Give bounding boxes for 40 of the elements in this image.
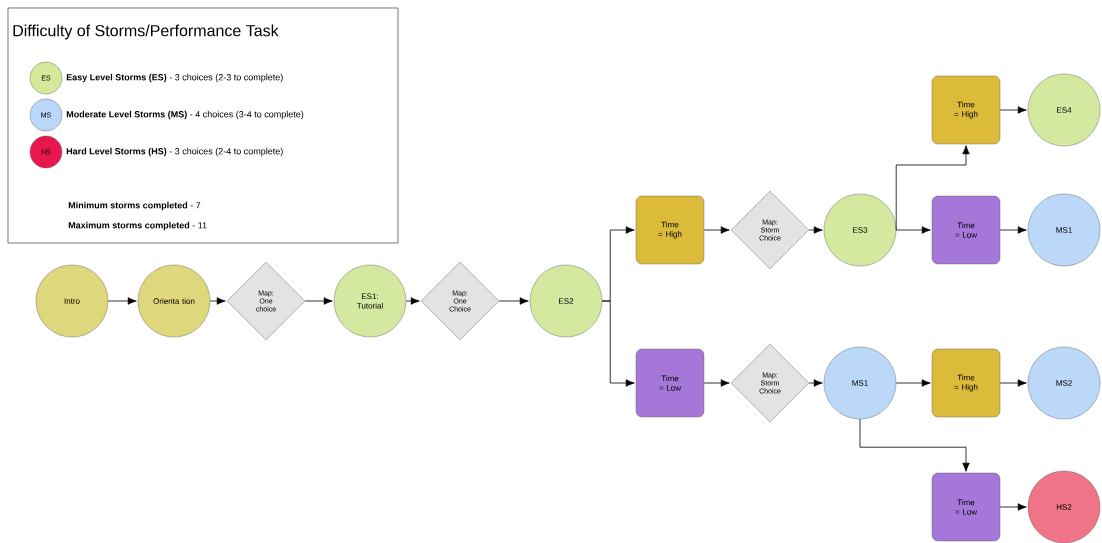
rounded-box: Time = Low bbox=[931, 195, 1001, 265]
circle-node: ES4 bbox=[1027, 73, 1101, 147]
arrow bbox=[999, 226, 1027, 234]
legend-text: Hard Level Storms (HS) - 3 choices (2-4 to complete) bbox=[66, 147, 283, 157]
arrow bbox=[999, 503, 1027, 511]
circle-node: Intro bbox=[35, 264, 109, 338]
rounded-box: Time = Low bbox=[635, 348, 705, 418]
arrow bbox=[703, 379, 730, 387]
arrow bbox=[304, 297, 333, 305]
rounded-box: Time = High bbox=[931, 348, 1001, 418]
rounded-box: Time = High bbox=[931, 75, 1001, 145]
legend-text: Easy Level Storms (ES) - 3 choices (2-3 to complete) bbox=[66, 73, 283, 83]
arrow bbox=[601, 300, 635, 387]
arrow bbox=[895, 226, 931, 234]
circle-node: ES1: Tutorial bbox=[333, 264, 407, 338]
arrow bbox=[703, 226, 730, 234]
arrow bbox=[895, 379, 931, 387]
arrow bbox=[895, 145, 970, 231]
title: Difficulty of Storms/Performance Task bbox=[13, 24, 279, 40]
legend-text: Moderate Level Storms (MS) - 4 choices (3-4 to complete) bbox=[66, 110, 304, 120]
rounded-box: Time = Low bbox=[931, 472, 1001, 542]
circle-node: MS1 bbox=[1027, 193, 1101, 267]
arrow bbox=[405, 297, 420, 305]
arrow bbox=[107, 297, 137, 305]
circle-node: Orienta tion bbox=[137, 264, 211, 338]
arrow bbox=[999, 106, 1027, 114]
circle-node: HS2 bbox=[1027, 470, 1101, 543]
rounded-box: Time = High bbox=[635, 195, 705, 265]
arrow bbox=[859, 418, 970, 472]
circle-node: MS1 bbox=[823, 346, 897, 420]
arrow bbox=[209, 297, 226, 305]
arrow bbox=[999, 379, 1027, 387]
arrow bbox=[808, 226, 823, 234]
arrow bbox=[498, 297, 529, 305]
circle-node: ES2 bbox=[529, 264, 603, 338]
note-text: Minimum storms completed - 7 bbox=[68, 201, 201, 211]
circle-node: MS2 bbox=[1027, 346, 1101, 420]
circle-node: ES3 bbox=[823, 193, 897, 267]
note-text: Maximum storms completed - 11 bbox=[68, 221, 207, 231]
arrow bbox=[808, 379, 823, 387]
